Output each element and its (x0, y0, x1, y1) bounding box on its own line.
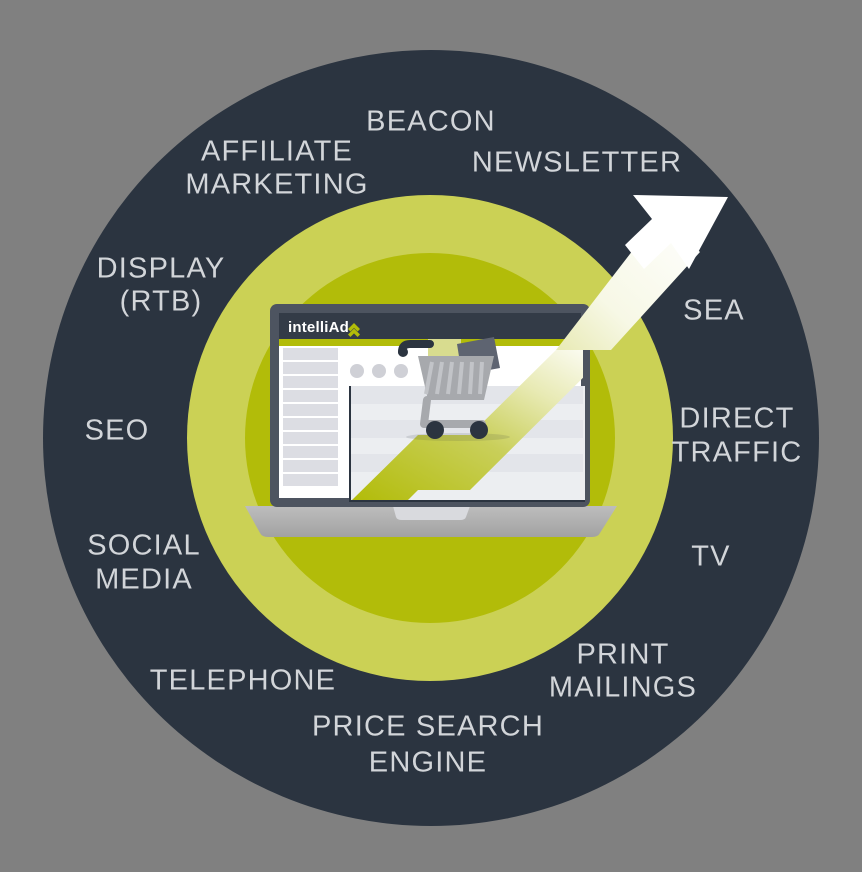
channel-label-tv-line-0: TV (691, 541, 730, 573)
sidebar-row (283, 404, 338, 416)
sidebar-row (283, 446, 338, 458)
toolbar-dot (372, 364, 386, 378)
channel-label-print-mailings: PRINT MAILINGS (549, 639, 697, 704)
channel-label-social-media-line-1: MEDIA (95, 564, 193, 596)
channel-label-display-rtb: DISPLAY (RTB) (97, 253, 226, 318)
channel-label-print-mailings-line-0: PRINT (577, 639, 670, 671)
channel-label-seo-line-0: SEO (85, 415, 150, 447)
channel-label-beacon: BEACON (366, 106, 496, 138)
shopping-cart-icon (398, 337, 510, 441)
channel-label-affiliate-marketing-line-1: MARKETING (185, 169, 368, 201)
toolbar-dot (394, 364, 408, 378)
chart-axis (349, 386, 585, 502)
sidebar-row (283, 376, 338, 388)
channel-label-display-rtb-line-1: (RTB) (120, 286, 203, 318)
sidebar-row (283, 348, 338, 360)
sidebar-row (283, 432, 338, 444)
cart-shadow (406, 433, 510, 441)
channel-label-price-search-engine-line-1: ENGINE (369, 747, 487, 779)
chevron-up-icon (348, 323, 360, 337)
channel-label-newsletter-line-0: NEWSLETTER (472, 147, 682, 179)
cart-wheel-right (470, 421, 488, 439)
app-toolbar-dots (350, 364, 408, 378)
growth-beam-inside-screen (352, 350, 583, 500)
cart-frame (420, 396, 486, 428)
channel-label-price-search-engine-line-0: PRICE SEARCH (312, 711, 544, 743)
channel-label-seo: SEO (85, 415, 150, 447)
intelliad-logo: intelliAd (288, 319, 360, 337)
channel-label-telephone-line-0: TELEPHONE (150, 665, 336, 697)
channel-label-beacon-line-0: BEACON (366, 106, 496, 138)
channel-labels: BEACON AFFILIATE MARKETING NEWSLETTER DI… (85, 106, 803, 779)
channel-label-direct-traffic-line-1: TRAFFIC (672, 437, 803, 469)
app-topbar (279, 313, 581, 339)
cart-basket-stripes (424, 361, 484, 395)
channel-label-print-mailings-line-1: MAILINGS (549, 672, 697, 704)
sidebar-row (283, 474, 338, 486)
channel-label-affiliate-marketing: AFFILIATE MARKETING (185, 136, 368, 201)
sidebar-row (283, 418, 338, 430)
channel-label-social-media-line-0: SOCIAL (87, 530, 201, 562)
sidebar-row (283, 390, 338, 402)
channel-label-direct-traffic: DIRECT TRAFFIC (672, 403, 803, 469)
growth-arrow-head (625, 195, 728, 269)
cart-handle-knob (398, 347, 408, 357)
intelliad-logo-text: intelliAd (288, 319, 349, 336)
laptop-base (245, 506, 617, 537)
channel-label-display-rtb-line-0: DISPLAY (97, 253, 226, 285)
sidebar-row (283, 460, 338, 472)
laptop-trackpad-notch (393, 506, 470, 520)
channel-label-newsletter: NEWSLETTER (472, 147, 682, 179)
channel-label-affiliate-marketing-line-0: AFFILIATE (201, 136, 353, 168)
channel-label-telephone: TELEPHONE (150, 665, 336, 697)
toolbar-dot (350, 364, 364, 378)
cart-wheel-left (426, 421, 444, 439)
sidebar-row (283, 362, 338, 374)
channel-label-sea: SEA (683, 295, 745, 327)
channel-label-price-search-engine: PRICE SEARCH ENGINE (312, 711, 544, 779)
channel-label-direct-traffic-line-0: DIRECT (679, 403, 794, 435)
channel-label-sea-line-0: SEA (683, 295, 745, 327)
growth-arrow (556, 195, 728, 350)
app-sidebar (283, 348, 338, 486)
channel-label-tv: TV (691, 541, 730, 573)
channel-label-social-media: SOCIAL MEDIA (87, 530, 201, 596)
